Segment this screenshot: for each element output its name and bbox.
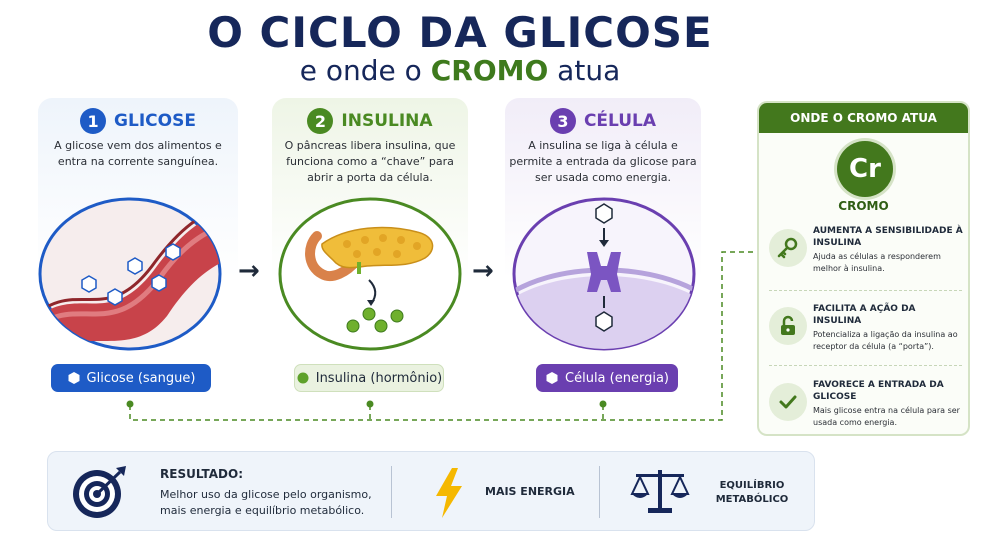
step-title: GLICOSE [114,111,196,131]
step-title: INSULINA [341,111,433,131]
chromium-panel: ONDE O CROMO ATUA Cr CROMO AUMENTA A SEN… [757,101,970,436]
divider [769,365,962,366]
step-header: 3 CÉLULA [505,108,701,134]
chromium-badge: Cr [837,141,893,197]
panel-item-desc: Ajuda as células a responderem melhor à … [813,252,941,273]
step-number: 3 [549,108,576,134]
step-number: 1 [80,108,107,134]
subtitle-post: atua [548,54,621,87]
arrow-right-icon: → [238,256,260,286]
pill-label: Célula (energia) [565,370,669,386]
blood-vessel-illustration [37,196,223,352]
lightning-icon [436,468,462,518]
insulin-dot-icon [297,372,309,384]
key-icon [769,229,807,267]
subtitle-accent: CROMO [430,54,549,87]
pill-celula: Célula (energia) [536,364,678,392]
pill-insulina: Insulina (hormônio) [294,364,444,392]
panel-item-title: FAVORECE A ENTRADA DA GLICOSE [813,380,944,402]
balance-scale-icon [630,470,690,513]
step-header: 1 GLICOSE [38,108,238,134]
step-header: 2 INSULINA [272,108,468,134]
pill-label: Insulina (hormônio) [315,370,443,386]
panel-item-desc: Potencializa a ligação da insulina ao re… [813,330,958,351]
arrow-right-icon: → [472,256,494,286]
check-icon [769,383,807,421]
step-number: 2 [307,108,334,134]
energy-label: MAIS ENERGIA [485,485,575,498]
pancreas-illustration [277,196,463,352]
result-title: RESULTADO: [160,467,243,481]
page-title: O CICLO DA GLICOSE [207,8,713,57]
page-subtitle: e onde o CROMO atua [0,54,920,87]
subtitle-pre: e onde o [299,54,431,87]
step-description: A insulina se liga à célula e permite a … [509,139,697,184]
step-description: O pâncreas libera insulina, que funciona… [284,139,456,184]
result-box: RESULTADO: Melhor uso da glicose pelo or… [47,451,815,531]
divider [391,466,392,518]
hexagon-icon [68,372,80,384]
cell-illustration [511,196,697,352]
open-lock-icon [769,307,807,345]
glucose-icon [81,275,97,293]
hexagon-icon [546,372,558,384]
balance-label: EQUILÍBRIO METABÓLICO [712,479,792,507]
panel-header: ONDE O CROMO ATUA [759,103,968,133]
step-title: CÉLULA [583,111,657,131]
balance-label-line2: METABÓLICO [715,494,789,505]
panel-item-title: AUMENTA A SENSIBILIDADE À INSULINA [813,226,963,248]
chromium-label: CROMO [838,199,889,213]
pill-label: Glicose (sangue) [86,370,196,386]
target-icon [73,466,126,518]
divider [599,466,600,518]
panel-item-title: FACILITA A AÇÃO DA INSULINA [813,304,916,326]
pill-glicose: Glicose (sangue) [51,364,211,392]
balance-label-line1: EQUILÍBRIO [719,480,785,491]
divider [769,290,962,291]
panel-item-desc: Mais glicose entra na célula para ser us… [813,406,960,427]
result-description: Melhor uso da glicose pelo organismo, ma… [160,488,372,517]
step-description: A glicose vem dos alimentos e entra na c… [54,139,222,168]
